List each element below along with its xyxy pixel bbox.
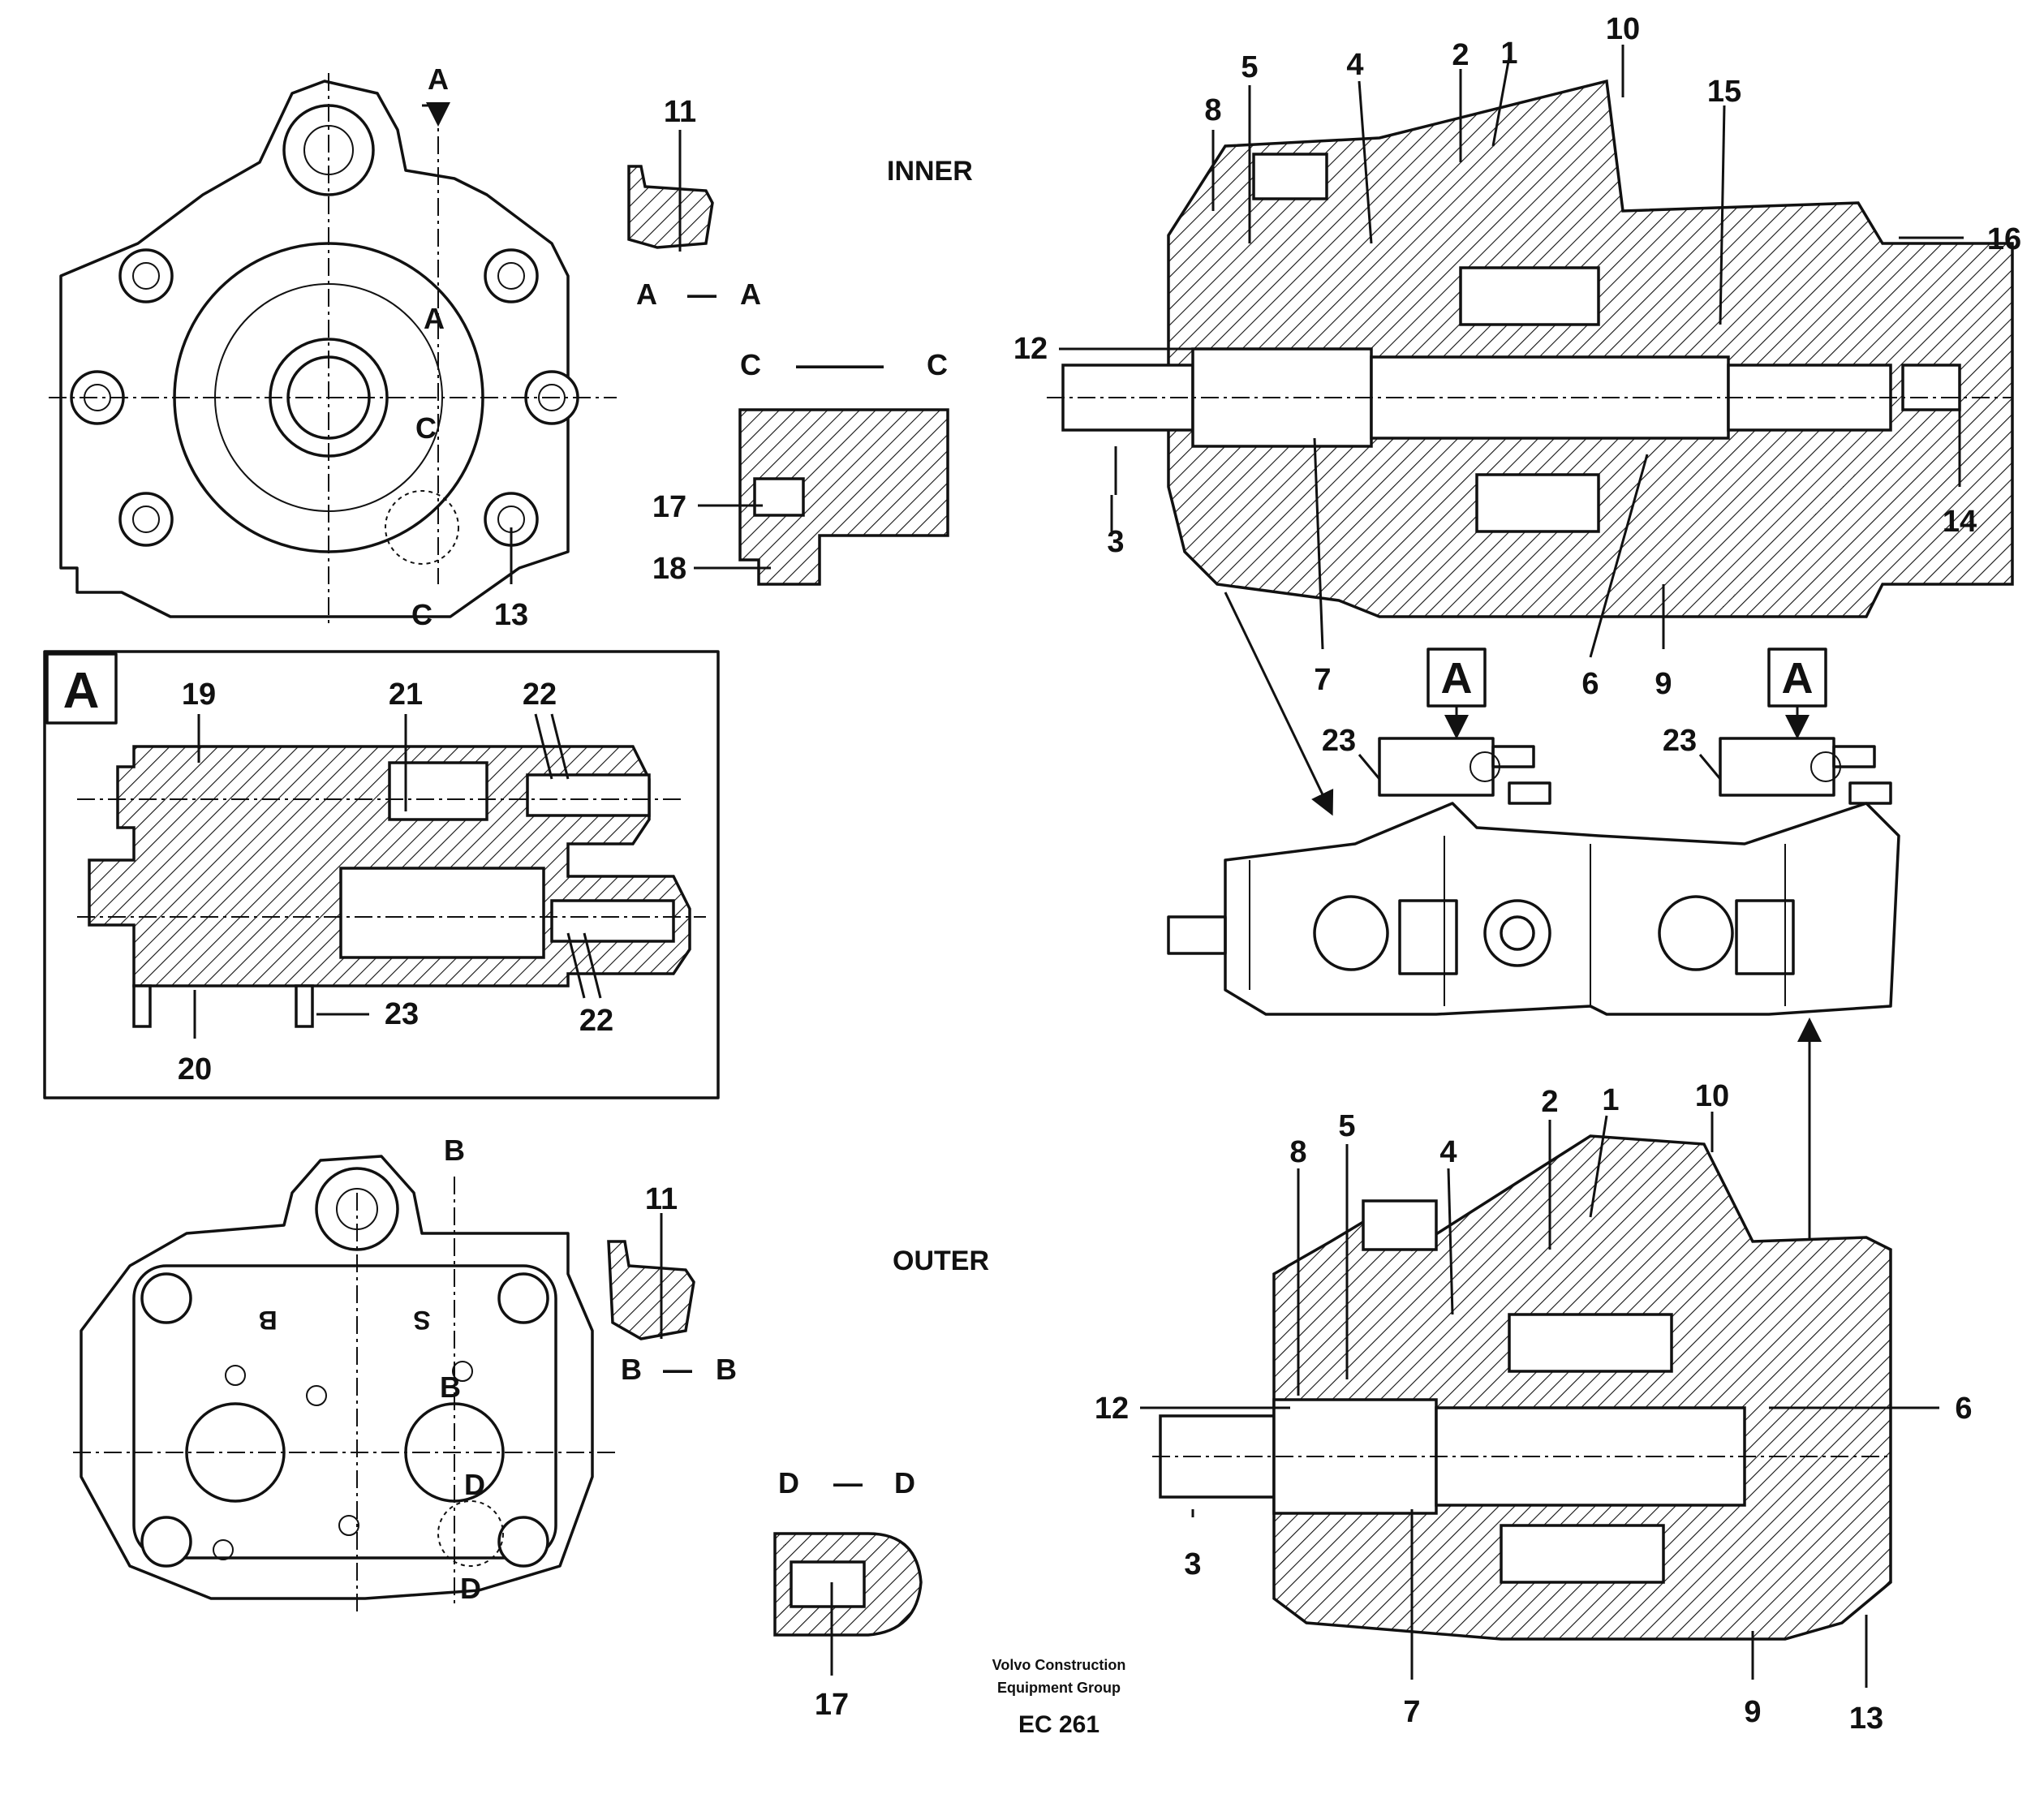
flag-a-left-letter: A bbox=[1441, 654, 1473, 703]
outer-part-3-label: 3 bbox=[1184, 1547, 1201, 1581]
outer-part-7-label: 7 bbox=[1403, 1695, 1420, 1729]
outer-side-callouts: 1 2 3 4 5 6 7 8 9 10 12 13 bbox=[1095, 1079, 1973, 1736]
footer-credit: Volvo Construction Equipment Group EC 26… bbox=[992, 1657, 1126, 1738]
part-22-top-label: 22 bbox=[523, 678, 557, 712]
assembly-part-23-right: 23 bbox=[1663, 724, 1697, 758]
part-5-label: 5 bbox=[1241, 50, 1258, 84]
section-dd-dash: — bbox=[833, 1466, 863, 1499]
flag-a-right-letter: A bbox=[1782, 654, 1814, 703]
part-9-label: 9 bbox=[1655, 667, 1672, 701]
part-23-label: 23 bbox=[385, 997, 419, 1031]
footer-line-1: Volvo Construction bbox=[992, 1657, 1126, 1673]
flag-a-left: A bbox=[1426, 648, 1487, 739]
section-mark-c-bottom: C bbox=[411, 598, 432, 631]
aa-section-detail: 11 A — A bbox=[627, 95, 761, 311]
section-bb-left: B bbox=[621, 1353, 642, 1386]
outer-view-title: OUTER bbox=[893, 1246, 989, 1276]
plate-mark-b: B bbox=[258, 1306, 277, 1335]
section-cc-right: C bbox=[927, 348, 948, 381]
outer-side-section: 1 2 3 4 5 6 7 8 9 10 12 13 bbox=[1095, 1079, 1973, 1736]
part-3-label: 3 bbox=[1107, 525, 1124, 559]
detail-a-letter: A bbox=[63, 663, 100, 719]
bb-section-detail: 11 B — B bbox=[607, 1182, 737, 1386]
outer-part-4-label: 4 bbox=[1439, 1135, 1457, 1169]
part-8-label: 8 bbox=[1204, 93, 1221, 127]
part-21-label: 21 bbox=[389, 678, 423, 712]
plate-mark-s: S bbox=[413, 1306, 430, 1335]
part-7-label: 7 bbox=[1314, 663, 1331, 697]
section-mark-c-top: C bbox=[415, 411, 437, 445]
section-mark-b-top: B bbox=[444, 1134, 465, 1167]
dd-section-detail: D — D 17 bbox=[773, 1466, 923, 1722]
inner-side-section: 1 2 3 4 5 6 7 8 9 10 12 14 15 1 bbox=[1013, 12, 2021, 701]
outer-part-8-label: 8 bbox=[1289, 1135, 1306, 1169]
part-12-label: 12 bbox=[1013, 332, 1048, 366]
section-aa-right: A bbox=[740, 278, 761, 311]
cc-section-detail: C ——— C 17 18 bbox=[652, 348, 949, 586]
section-aa-left: A bbox=[636, 278, 657, 311]
section-mark-d-bottom: D bbox=[460, 1572, 481, 1605]
section-dd-right: D bbox=[894, 1466, 915, 1499]
part-1-label: 1 bbox=[1500, 37, 1517, 71]
assembly-part-23-left: 23 bbox=[1322, 724, 1356, 758]
part-16-label: 16 bbox=[1987, 222, 2021, 256]
section-cc-dash: ——— bbox=[796, 348, 884, 381]
outer-part-10-label: 10 bbox=[1695, 1079, 1729, 1113]
section-mark-a-mid: A bbox=[424, 302, 445, 335]
outer-part-1-label: 1 bbox=[1602, 1083, 1619, 1117]
section-mark-b-mid: B bbox=[440, 1370, 461, 1404]
part-2-label: 2 bbox=[1452, 38, 1469, 72]
part-10-label: 10 bbox=[1606, 12, 1640, 46]
outer-part-2-label: 2 bbox=[1541, 1085, 1558, 1119]
part-17-label: 17 bbox=[652, 490, 686, 524]
section-bb-dash: — bbox=[663, 1353, 692, 1386]
section-dd-left: D bbox=[778, 1466, 799, 1499]
part-13-label: 13 bbox=[494, 598, 528, 632]
part-11-outer-label: 11 bbox=[645, 1182, 678, 1216]
outer-part-9-label: 9 bbox=[1744, 1695, 1761, 1729]
part-17-outer-label: 17 bbox=[815, 1688, 849, 1722]
outer-part-6-label: 6 bbox=[1955, 1392, 1972, 1426]
part-18-label: 18 bbox=[652, 552, 686, 586]
footer-code: EC 261 bbox=[1018, 1711, 1099, 1738]
section-cc-left: C bbox=[740, 348, 761, 381]
outer-part-12-label: 12 bbox=[1095, 1392, 1129, 1426]
inner-view-title: INNER bbox=[887, 156, 973, 187]
detail-a-box: A 19 20 21 22 22 23 bbox=[43, 650, 720, 1099]
part-4-label: 4 bbox=[1346, 48, 1363, 82]
part-20-label: 20 bbox=[178, 1052, 212, 1086]
part-19-label: 19 bbox=[182, 678, 216, 712]
part-15-label: 15 bbox=[1707, 75, 1741, 109]
part-11-label: 11 bbox=[664, 95, 696, 129]
outer-part-13-label: 13 bbox=[1849, 1702, 1883, 1736]
tandem-pump-assembly: A A 23 23 bbox=[1167, 592, 1900, 1241]
inner-front-view: A A C C 13 bbox=[49, 62, 617, 632]
outer-part-5-label: 5 bbox=[1338, 1109, 1355, 1143]
outer-front-view: B S B B D D bbox=[73, 1134, 617, 1615]
inner-side-callouts: 1 2 3 4 5 6 7 8 9 10 12 14 15 1 bbox=[1013, 12, 2021, 701]
section-aa-dash: — bbox=[687, 278, 716, 311]
section-bb-right: B bbox=[716, 1353, 737, 1386]
detail-a-callouts: 19 20 21 22 22 23 bbox=[178, 678, 613, 1086]
section-mark-a-top: A bbox=[428, 62, 449, 96]
part-22-bottom-label: 22 bbox=[579, 1004, 613, 1038]
flag-a-right: A bbox=[1767, 648, 1827, 739]
part-14-label: 14 bbox=[1943, 505, 1977, 539]
section-mark-d-top: D bbox=[464, 1468, 485, 1501]
part-6-label: 6 bbox=[1581, 667, 1599, 701]
footer-line-2: Equipment Group bbox=[997, 1680, 1121, 1696]
